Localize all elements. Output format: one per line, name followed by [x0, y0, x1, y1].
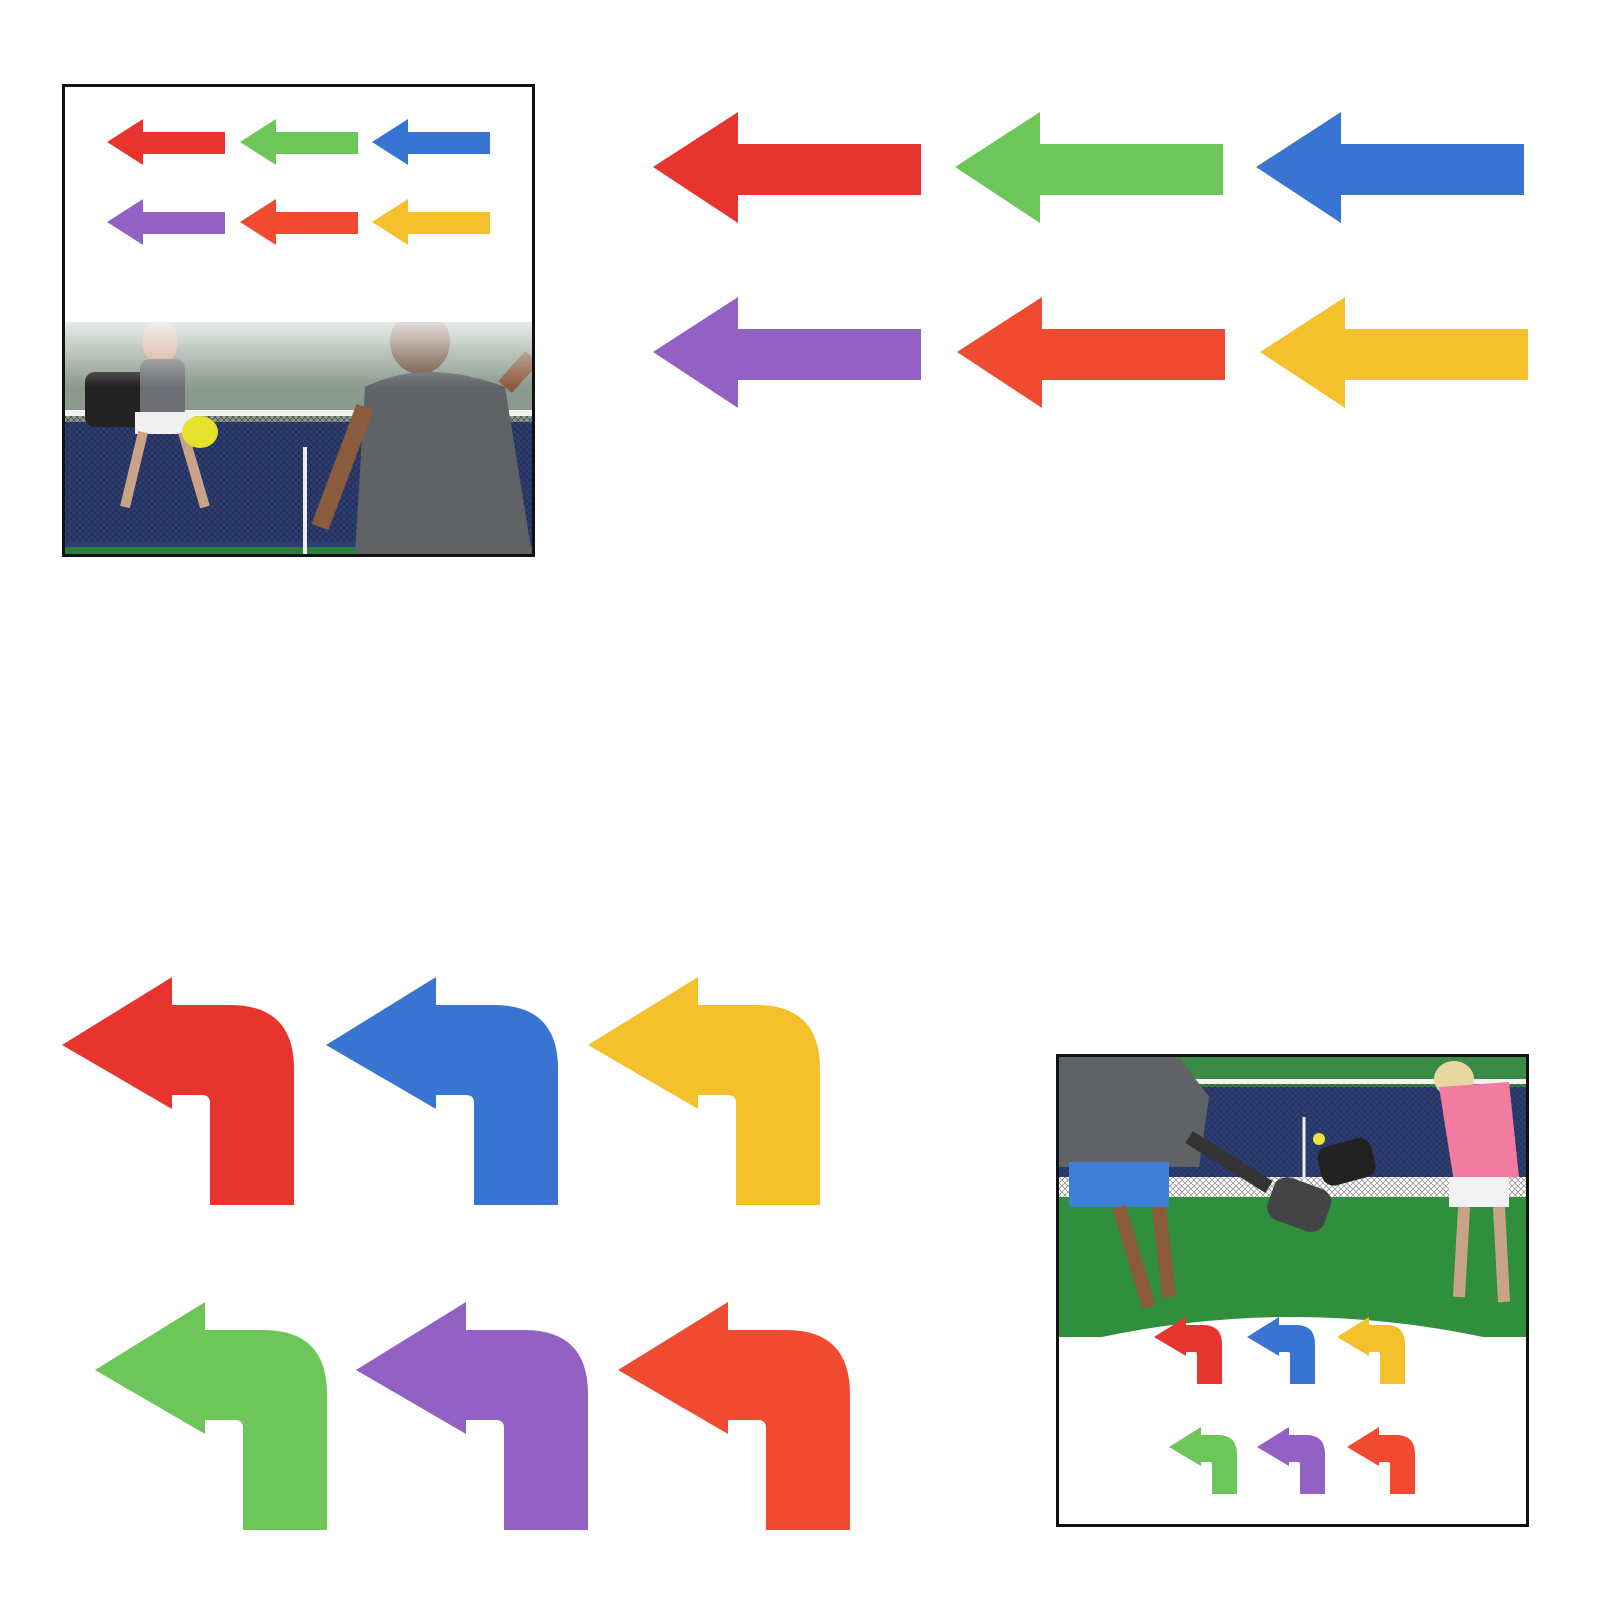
- straight-arrow-red: [653, 112, 921, 223]
- straight-arrow-purple: [653, 297, 921, 408]
- turn-arrow-green: [95, 1302, 327, 1530]
- turn-arrow-purple: [356, 1302, 588, 1530]
- turn-arrow-orange-red: [618, 1302, 850, 1530]
- inset-photo-turn-arrows: [1056, 1054, 1529, 1527]
- turn-arrow-yellow: [588, 977, 820, 1205]
- turn-arrow-blue: [326, 977, 558, 1205]
- straight-arrow-yellow: [1260, 297, 1528, 408]
- straight-arrow-orange-red: [957, 297, 1225, 408]
- straight-arrow-green: [955, 112, 1223, 223]
- inset-photo-straight-arrows: [62, 84, 535, 557]
- straight-arrow-blue: [1256, 112, 1524, 223]
- turn-arrow-red: [62, 977, 294, 1205]
